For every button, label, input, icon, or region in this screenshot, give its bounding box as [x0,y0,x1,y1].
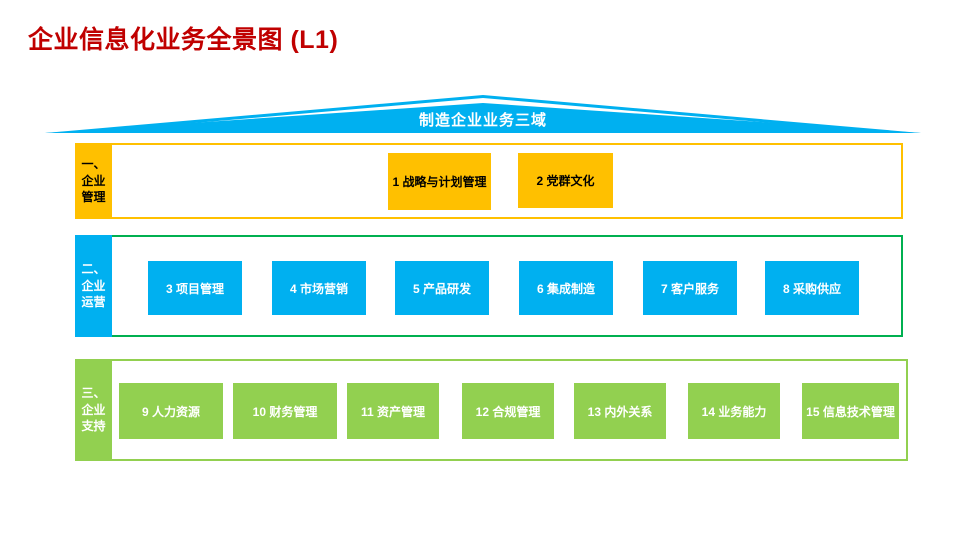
band-tab-line: 管理 [81,190,106,205]
box-project-mgmt: 3 项目管理 [148,261,242,315]
box-integrated-manufacturing: 6 集成制造 [519,261,613,315]
box-marketing: 4 市场营销 [272,261,366,315]
box-procurement-supply: 8 采购供应 [765,261,859,315]
band-panel-enterprise-operations: 3 项目管理 4 市场营销 5 产品研发 6 集成制造 7 客户服务 8 采购供… [110,235,903,337]
box-asset-mgmt: 11 资产管理 [347,383,439,439]
box-it-mgmt: 15 信息技术管理 [802,383,899,439]
box-human-resources: 9 人力资源 [119,383,223,439]
roof-banner-label: 制造企业业务三域 [418,112,547,129]
band-tab-enterprise-operations: 二、 企业 运营 [75,235,112,337]
box-party-culture: 2 党群文化 [518,153,613,208]
band-tab-line: 企业 [81,402,106,417]
box-internal-external-relations: 13 内外关系 [574,383,666,439]
box-compliance-mgmt: 12 合规管理 [462,383,554,439]
box-strategy-planning-mgmt: 1 战略与计划管理 [388,153,491,210]
band-tab-enterprise-support: 三、 企业 支持 [75,359,112,461]
band-tab-line: 一、 [81,156,106,171]
band-panel-enterprise-management: 1 战略与计划管理 2 党群文化 [110,143,903,219]
band-tab-enterprise-management: 一、 企业 管理 [75,143,112,219]
roof-banner: 制造企业业务三域 [45,95,921,133]
band-tab-line: 二、 [81,261,106,276]
band-tab-line: 运营 [81,295,106,310]
box-business-capability: 14 业务能力 [688,383,780,439]
band-tab-line: 企业 [81,278,106,293]
band-panel-enterprise-support: 9 人力资源 10 财务管理 11 资产管理 12 合规管理 13 内外关系 1… [110,359,908,461]
band-tab-line: 企业 [81,173,106,188]
box-product-rd: 5 产品研发 [395,261,489,315]
box-customer-service: 7 客户服务 [643,261,737,315]
box-finance-mgmt: 10 财务管理 [233,383,337,439]
band-tab-line: 支持 [81,419,106,434]
page-title: 企业信息化业务全景图 (L1) [28,26,339,54]
band-tab-line: 三、 [81,385,106,400]
